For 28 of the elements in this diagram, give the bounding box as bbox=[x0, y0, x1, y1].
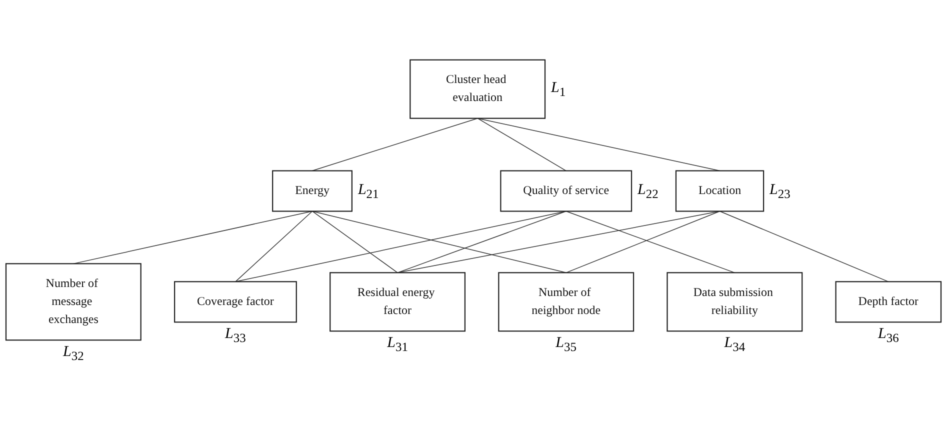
level-label: L$_{23}$ bbox=[770, 182, 790, 202]
level-label: L$_{1}$ bbox=[551, 80, 566, 100]
node-box: Data submission reliability bbox=[666, 272, 803, 332]
level-label: L$_{32}$ bbox=[62, 344, 84, 364]
level-label: L$_{33}$ bbox=[225, 326, 246, 346]
node-box: Number of neighbor node bbox=[498, 272, 634, 332]
connector bbox=[235, 210, 313, 282]
level-label: L$_{21}$ bbox=[358, 182, 379, 202]
level-label: L$_{22}$ bbox=[638, 182, 658, 202]
node-box: Number of message exchanges bbox=[5, 263, 142, 341]
node-box: Energy bbox=[272, 170, 353, 212]
node-box: Residual energy factor bbox=[330, 272, 466, 332]
connector bbox=[235, 210, 566, 282]
node-box: Location bbox=[675, 170, 764, 212]
connector bbox=[397, 210, 566, 274]
connector bbox=[397, 210, 720, 274]
node-box: Cluster head evaluation bbox=[410, 59, 546, 119]
connector bbox=[312, 210, 398, 274]
level-label: L$_{36}$ bbox=[878, 326, 899, 346]
connector bbox=[477, 118, 566, 172]
node-box: Quality of service bbox=[500, 170, 632, 212]
connector bbox=[719, 210, 889, 282]
connector bbox=[312, 210, 566, 274]
level-label: L$_{35}$ bbox=[556, 335, 577, 356]
node-box: Coverage factor bbox=[174, 281, 297, 323]
level-label: L$_{34}$ bbox=[724, 335, 746, 356]
level-label: L$_{31}$ bbox=[387, 335, 408, 356]
node-box: Depth factor bbox=[835, 281, 942, 323]
